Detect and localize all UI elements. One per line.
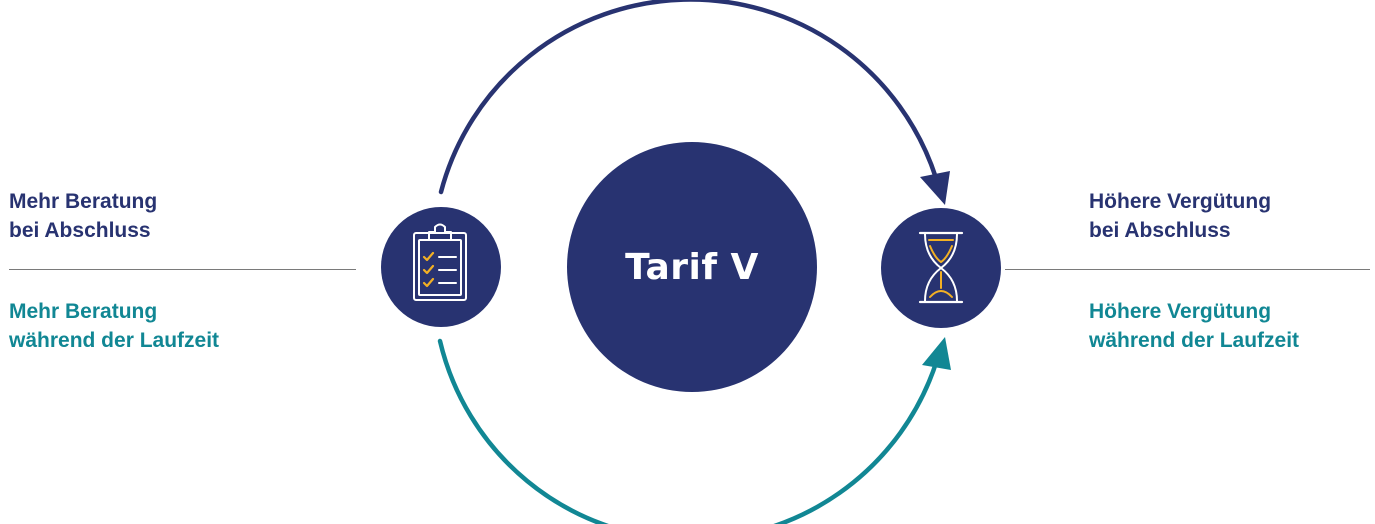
- center-circle: [567, 142, 817, 392]
- left-icon-circle: [381, 207, 501, 327]
- right-divider: [1005, 269, 1370, 270]
- top-arrow-arc: [438, 0, 939, 195]
- left-top-line-2: bei Abschluss: [9, 219, 151, 242]
- right-bottom-label: Höhere Vergütung während der Laufzeit: [1089, 297, 1299, 355]
- top-arrow-head: [920, 171, 950, 205]
- left-top-line-1: Mehr Beratung: [9, 190, 158, 213]
- right-bottom-line-1: Höhere Vergütung: [1089, 300, 1272, 323]
- hourglass-icon: [918, 231, 964, 304]
- left-bottom-line-1: Mehr Beratung: [9, 300, 158, 323]
- right-top-label: Höhere Vergütung bei Abschluss: [1089, 187, 1271, 245]
- right-top-line-1: Höhere Vergütung: [1089, 190, 1272, 213]
- bottom-arrow-head: [922, 337, 951, 370]
- right-bottom-line-2: während der Laufzeit: [1089, 329, 1300, 352]
- center-title: Tarif V: [625, 246, 759, 288]
- right-top-line-2: bei Abschluss: [1089, 219, 1231, 242]
- left-bottom-label: Mehr Beratung während der Laufzeit: [9, 297, 219, 355]
- left-top-label: Mehr Beratung bei Abschluss: [9, 187, 157, 245]
- bottom-arrow-arc: [437, 338, 940, 524]
- clipboard-checklist-icon: [413, 223, 467, 301]
- left-bottom-line-2: während der Laufzeit: [9, 329, 220, 352]
- left-divider: [9, 269, 356, 270]
